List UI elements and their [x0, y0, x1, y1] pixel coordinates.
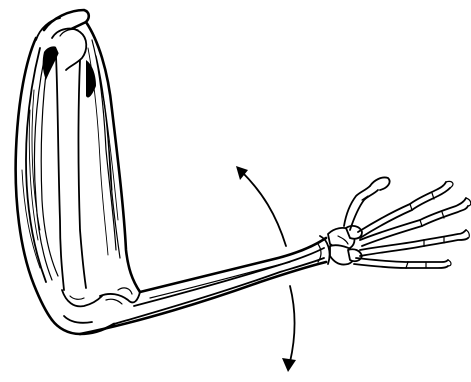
elbow-joint: [52, 288, 140, 334]
downward-curved-arrow: [282, 286, 296, 372]
forearm-bones: [80, 236, 330, 334]
hand-bones: [328, 177, 471, 268]
upward-curved-arrow: [236, 166, 286, 246]
humerus: [52, 29, 102, 307]
